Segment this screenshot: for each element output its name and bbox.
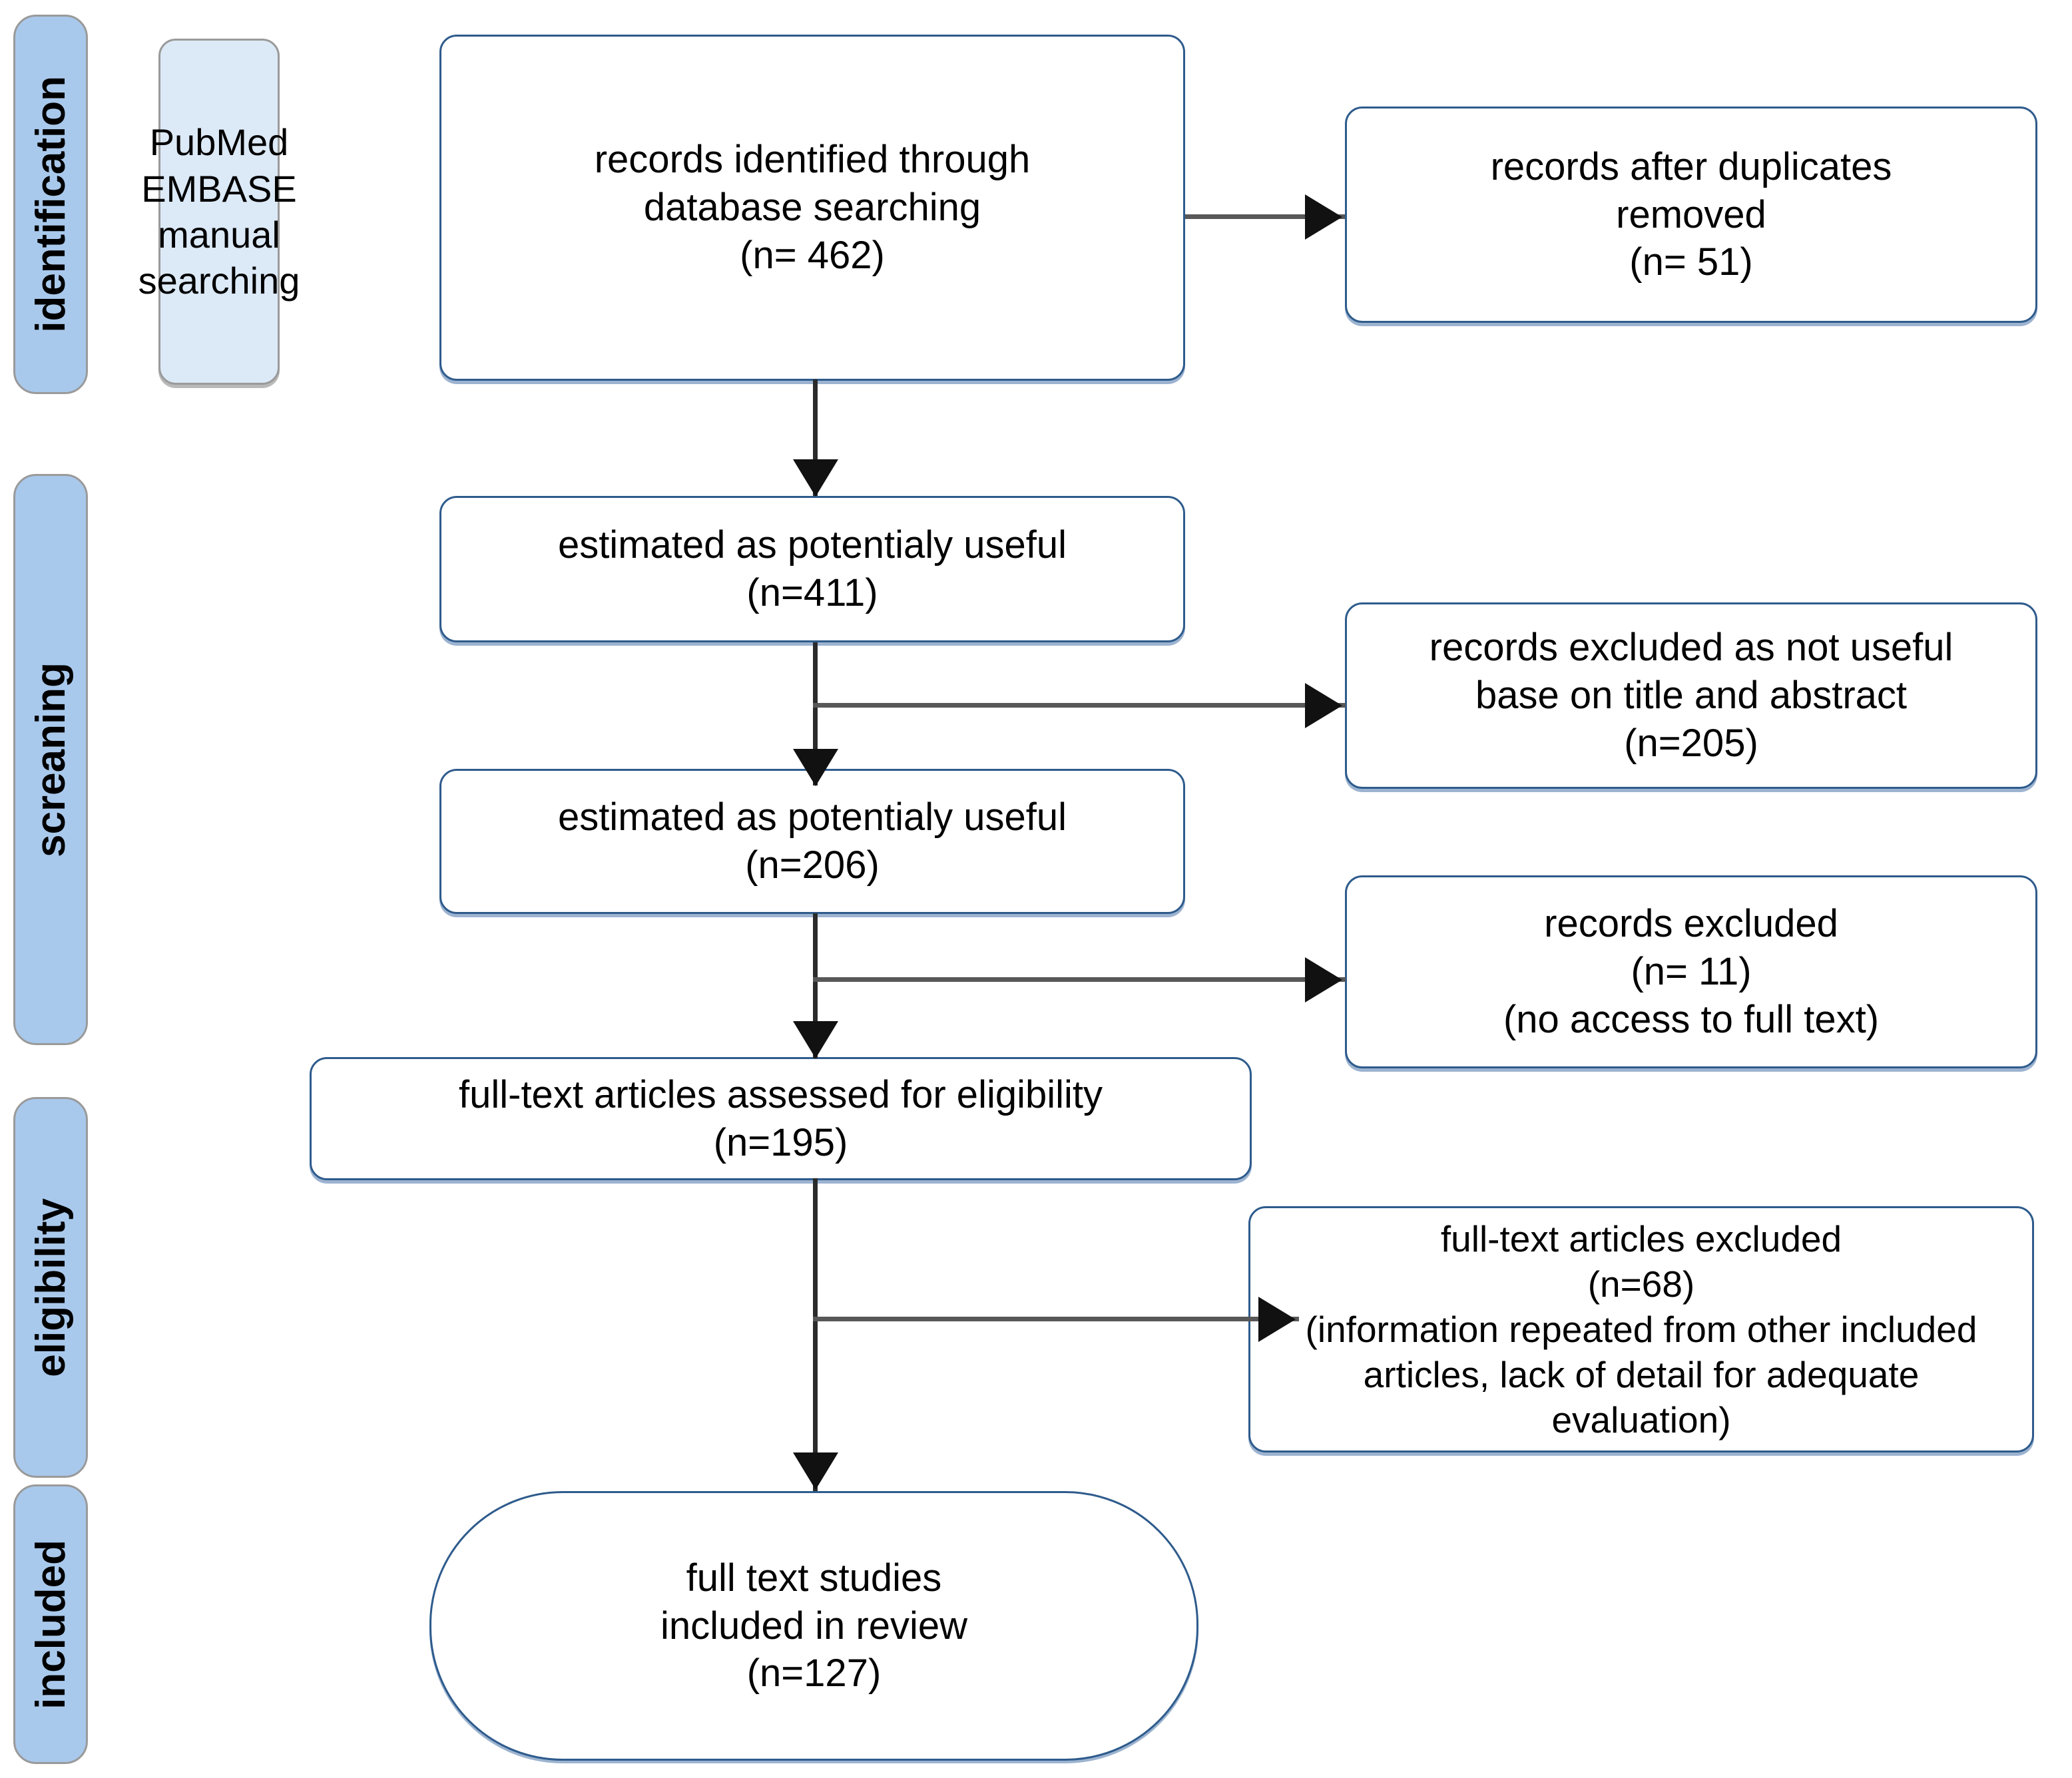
arrow-identified-to-potential411 [793, 459, 838, 497]
node-duplicates-removed[interactable]: records after duplicates removed (n= 51) [1345, 107, 2037, 323]
node-sources-text: PubMed EMBASE manual searching [138, 121, 300, 302]
stage-label-eligibility-text: eligibility [27, 1198, 74, 1377]
node-potentially-useful-206-text: estimated as potentialy useful (n=206) [557, 795, 1067, 887]
stage-label-included-text: included [27, 1539, 74, 1709]
node-fulltext-assessed-text: full-text articles assessed for eligibil… [458, 1072, 1103, 1164]
connector-potential411-to-excluded-title [813, 703, 1346, 708]
arrow-potential206-to-fulltext [793, 1021, 838, 1058]
node-records-identified[interactable]: records identified through database sear… [439, 35, 1185, 381]
arrow-fulltext-to-fulltext-excluded [1258, 1297, 1296, 1342]
node-excluded-title-abstract[interactable]: records excluded as not useful base on t… [1345, 602, 2037, 789]
arrow-potential411-to-excluded-title [1305, 683, 1342, 728]
arrow-potential206-to-excluded-access [1305, 957, 1342, 1002]
node-duplicates-removed-text: records after duplicates removed (n= 51) [1490, 144, 1892, 284]
node-potentially-useful-411[interactable]: estimated as potentialy useful (n=411) [439, 496, 1185, 642]
node-excluded-no-access-text: records excluded (n= 11) (no access to f… [1503, 902, 1880, 1041]
node-potentially-useful-206[interactable]: estimated as potentialy useful (n=206) [439, 769, 1185, 914]
stage-label-screening: screaning [13, 474, 88, 1045]
connector-fulltext-to-fulltext-excluded [813, 1317, 1299, 1321]
connector-potential411-to-potential206 [813, 642, 818, 785]
node-potentially-useful-411-text: estimated as potentialy useful (n=411) [557, 523, 1067, 614]
node-records-identified-text: records identified through database sear… [594, 138, 1031, 277]
node-excluded-title-abstract-text: records excluded as not useful base on t… [1429, 626, 1953, 765]
node-included-final[interactable]: full text studies included in review (n=… [429, 1491, 1198, 1761]
node-fulltext-excluded-text: full-text articles excluded (n=68) (info… [1305, 1218, 1977, 1441]
arrow-potential411-to-potential206 [793, 749, 838, 786]
node-included-final-text: full text studies included in review (n=… [660, 1556, 968, 1695]
stage-label-identification-text: identification [27, 76, 74, 333]
connector-fulltext-to-included [813, 1178, 818, 1491]
stage-label-included: included [13, 1484, 88, 1764]
connector-identified-to-duplicates [1185, 214, 1345, 219]
node-sources[interactable]: PubMed EMBASE manual searching [138, 39, 300, 385]
stage-label-identification: identification [13, 15, 88, 394]
node-fulltext-excluded[interactable]: full-text articles excluded (n=68) (info… [1248, 1206, 2034, 1452]
node-excluded-no-access[interactable]: records excluded (n= 11) (no access to f… [1345, 875, 2037, 1068]
node-fulltext-assessed[interactable]: full-text articles assessed for eligibil… [310, 1057, 1252, 1180]
arrow-identified-to-duplicates [1305, 194, 1342, 240]
arrow-fulltext-to-included [793, 1452, 838, 1490]
connector-identified-to-potential411 [813, 379, 818, 496]
stage-label-eligibility: eligibility [13, 1097, 88, 1478]
connector-potential206-to-excluded-access [813, 977, 1346, 982]
stage-label-screening-text: screaning [27, 662, 74, 857]
connector-potential206-to-fulltext [813, 913, 818, 1058]
